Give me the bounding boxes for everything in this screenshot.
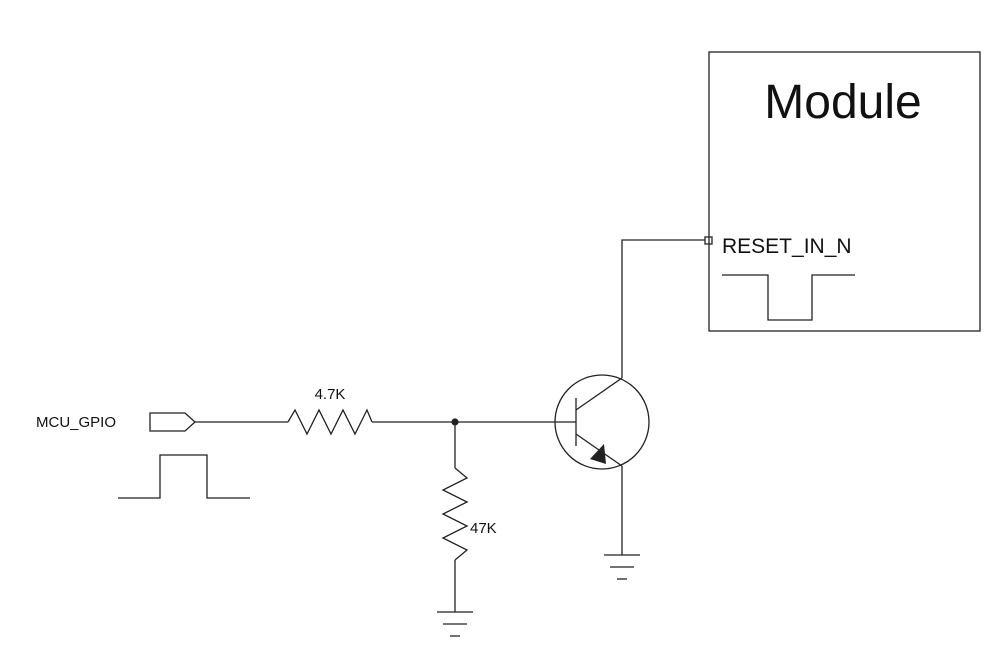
- resistor-47k-symbol: [441, 467, 469, 561]
- module-title: Module: [764, 76, 921, 129]
- module-block: Module RESET_IN_N: [704, 51, 981, 332]
- resistor-47k: 47K: [441, 422, 497, 612]
- mcu-gpio-label: MCU_GPIO: [36, 414, 116, 431]
- resistor-4-7k: 4.7K: [195, 386, 373, 436]
- resistor-4-7k-label: 4.7K: [315, 386, 346, 403]
- ground-symbol-left: [437, 611, 473, 637]
- reset-pin-label: RESET_IN_N: [722, 235, 852, 258]
- transistor-collector-lead: [575, 377, 623, 411]
- gpio-high-pulse-waveform: [118, 454, 250, 499]
- emitter-arrow: [590, 444, 606, 464]
- reset-low-pulse-waveform: [722, 274, 855, 321]
- ground-symbol-right: [604, 554, 640, 580]
- resistor-47k-label: 47K: [470, 520, 497, 537]
- npn-transistor: [554, 374, 650, 470]
- mcu-gpio-port: MCU_GPIO: [36, 412, 250, 499]
- transistor-body: [554, 374, 650, 470]
- resistor-4-7k-symbol: [287, 408, 373, 436]
- port-arrow-symbol: [149, 412, 196, 432]
- module-box: [708, 51, 981, 332]
- collector-wire: [621, 239, 705, 378]
